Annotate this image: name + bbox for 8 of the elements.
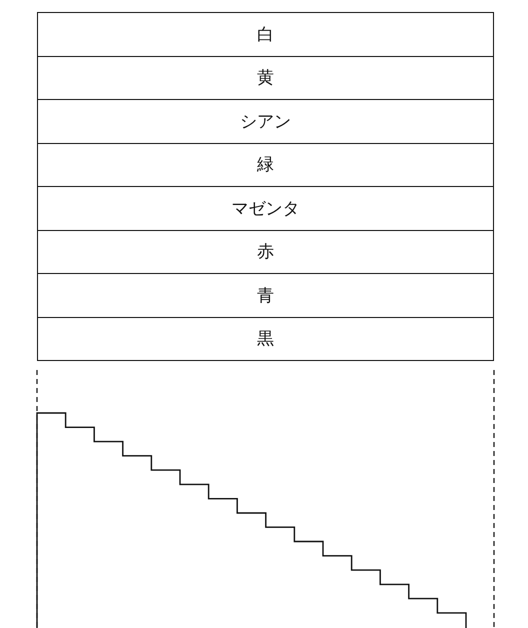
- color-bar: 黒: [37, 316, 494, 362]
- color-bar: 白: [37, 12, 494, 57]
- color-bar: シアン: [37, 99, 494, 144]
- color-bar: 緑: [37, 142, 494, 188]
- color-bar: 黄: [37, 56, 494, 100]
- color-bar: 青: [37, 273, 494, 318]
- color-bar: マゼンタ: [37, 186, 494, 231]
- color-bar: 赤: [37, 230, 494, 274]
